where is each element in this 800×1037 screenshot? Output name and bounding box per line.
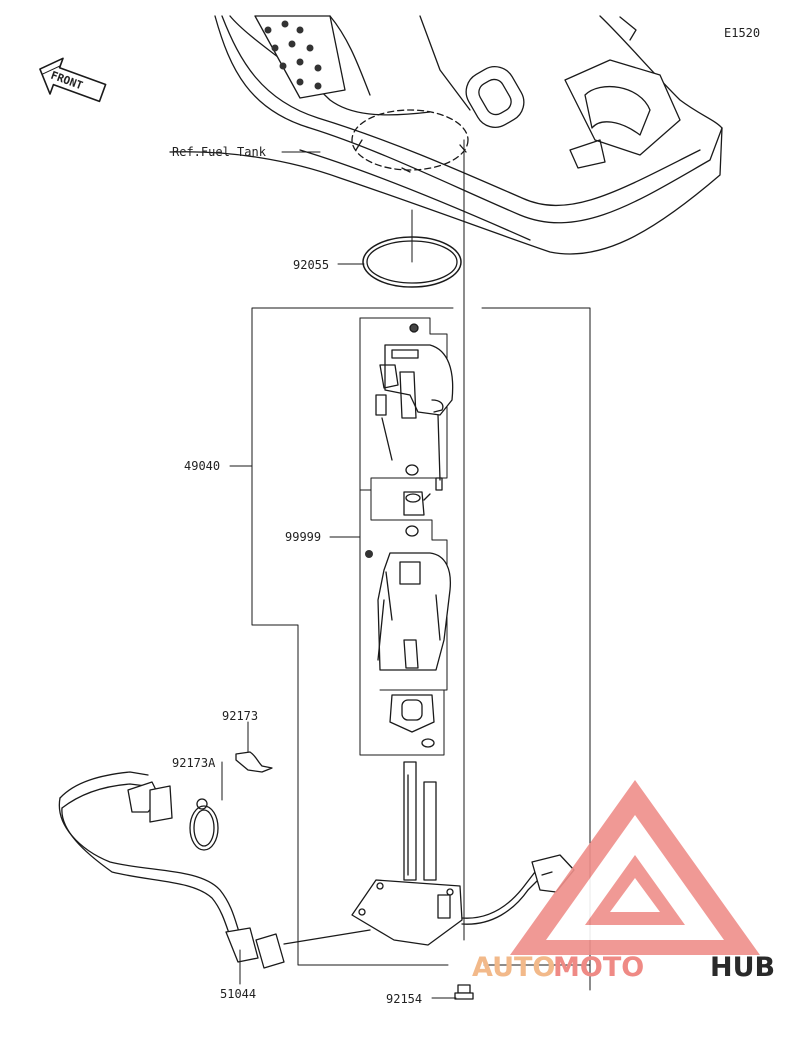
bolt-92154: [454, 984, 474, 1000]
pump-filter: [389, 694, 435, 733]
part-number-92055: 92055: [293, 258, 330, 272]
part-number-92154: 92154: [386, 992, 423, 1006]
pump-upper-module: [375, 323, 454, 491]
ref-fuel-tank-label: Ref.Fuel Tank: [172, 145, 266, 159]
assembly-bracket-99999: [329, 317, 448, 756]
leader-lines: [221, 151, 457, 999]
part-number-92173: 92173: [222, 709, 259, 723]
mounting-plate: [351, 761, 463, 946]
watermark-hub: HUB: [710, 952, 776, 983]
diagram-code: E1520: [724, 26, 761, 40]
clip-92173: [235, 751, 273, 773]
watermark-moto: MOTO: [553, 952, 645, 983]
part-number-51044: 51044: [220, 987, 257, 1001]
fuel-hose: [58, 771, 371, 969]
front-arrow-icon: [39, 57, 107, 103]
regulator: [403, 491, 431, 516]
part-number-49040: 49040: [184, 459, 221, 473]
pump-body: [377, 552, 452, 671]
watermark-logo: [510, 780, 760, 955]
part-number-92173a: 92173A: [172, 756, 216, 770]
hose-clamp-92173a: [189, 798, 219, 851]
watermark-auto: AUTO: [472, 952, 556, 983]
part-number-99999: 99999: [285, 530, 322, 544]
fuel-tank-drawing: [169, 15, 723, 255]
assembly-bracket-49040: [229, 307, 591, 991]
